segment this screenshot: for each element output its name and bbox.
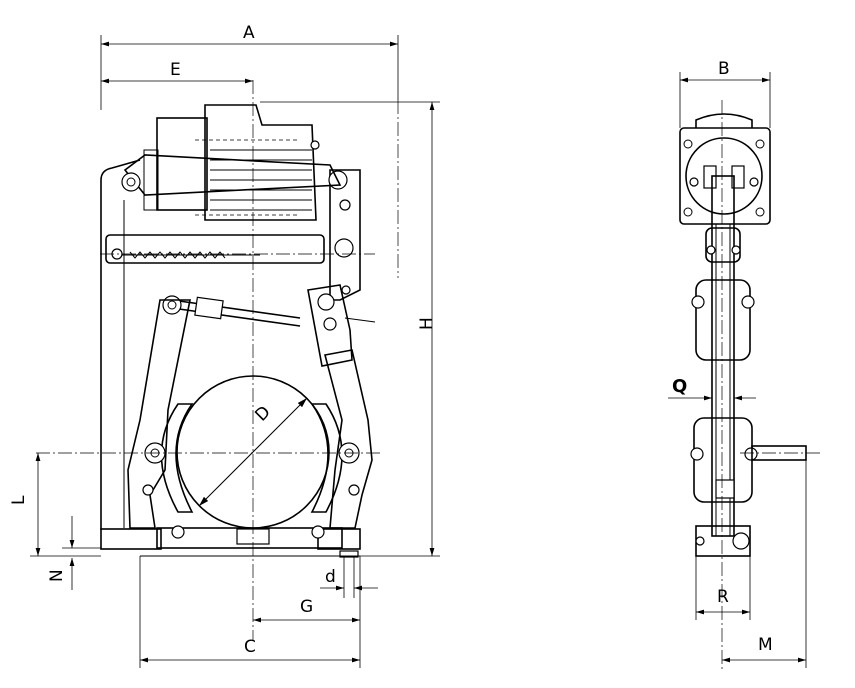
spring-tube [105, 234, 325, 264]
side-upper-clevis [691, 227, 755, 361]
frame-post [100, 159, 141, 530]
drum-diameter-line [198, 397, 308, 507]
label-A: A [243, 23, 255, 43]
top-link [123, 154, 342, 196]
label-G: G [300, 597, 313, 617]
label-L: L [9, 495, 29, 505]
vertical-lever [328, 169, 361, 301]
side-lower-clevis [690, 417, 758, 503]
front-view [36, 80, 399, 640]
front-dimensions: A E H L N D d G C [9, 23, 440, 668]
label-D: D [251, 402, 274, 425]
side-column [711, 175, 735, 537]
label-C: C [244, 637, 256, 657]
label-d: d [325, 567, 336, 587]
label-H: H [417, 317, 437, 330]
right-brake-shoe [310, 403, 343, 513]
side-view [679, 100, 820, 670]
label-R: R [717, 587, 729, 607]
thruster-motor [143, 104, 320, 221]
label-B: B [718, 59, 730, 79]
label-E: E [170, 60, 181, 80]
pull-rod [162, 295, 301, 327]
side-dimensions: B Q R M [668, 59, 807, 668]
side-housing [679, 113, 771, 225]
base-plate-left [100, 528, 162, 550]
label-N: N [47, 569, 67, 582]
label-M: M [758, 635, 773, 655]
right-brake-arm [324, 349, 373, 529]
base-plate-right [317, 528, 361, 550]
left-brake-arm [127, 299, 191, 529]
crank [307, 284, 376, 367]
label-Q: Q [672, 376, 687, 397]
pin-top-left [121, 172, 141, 192]
